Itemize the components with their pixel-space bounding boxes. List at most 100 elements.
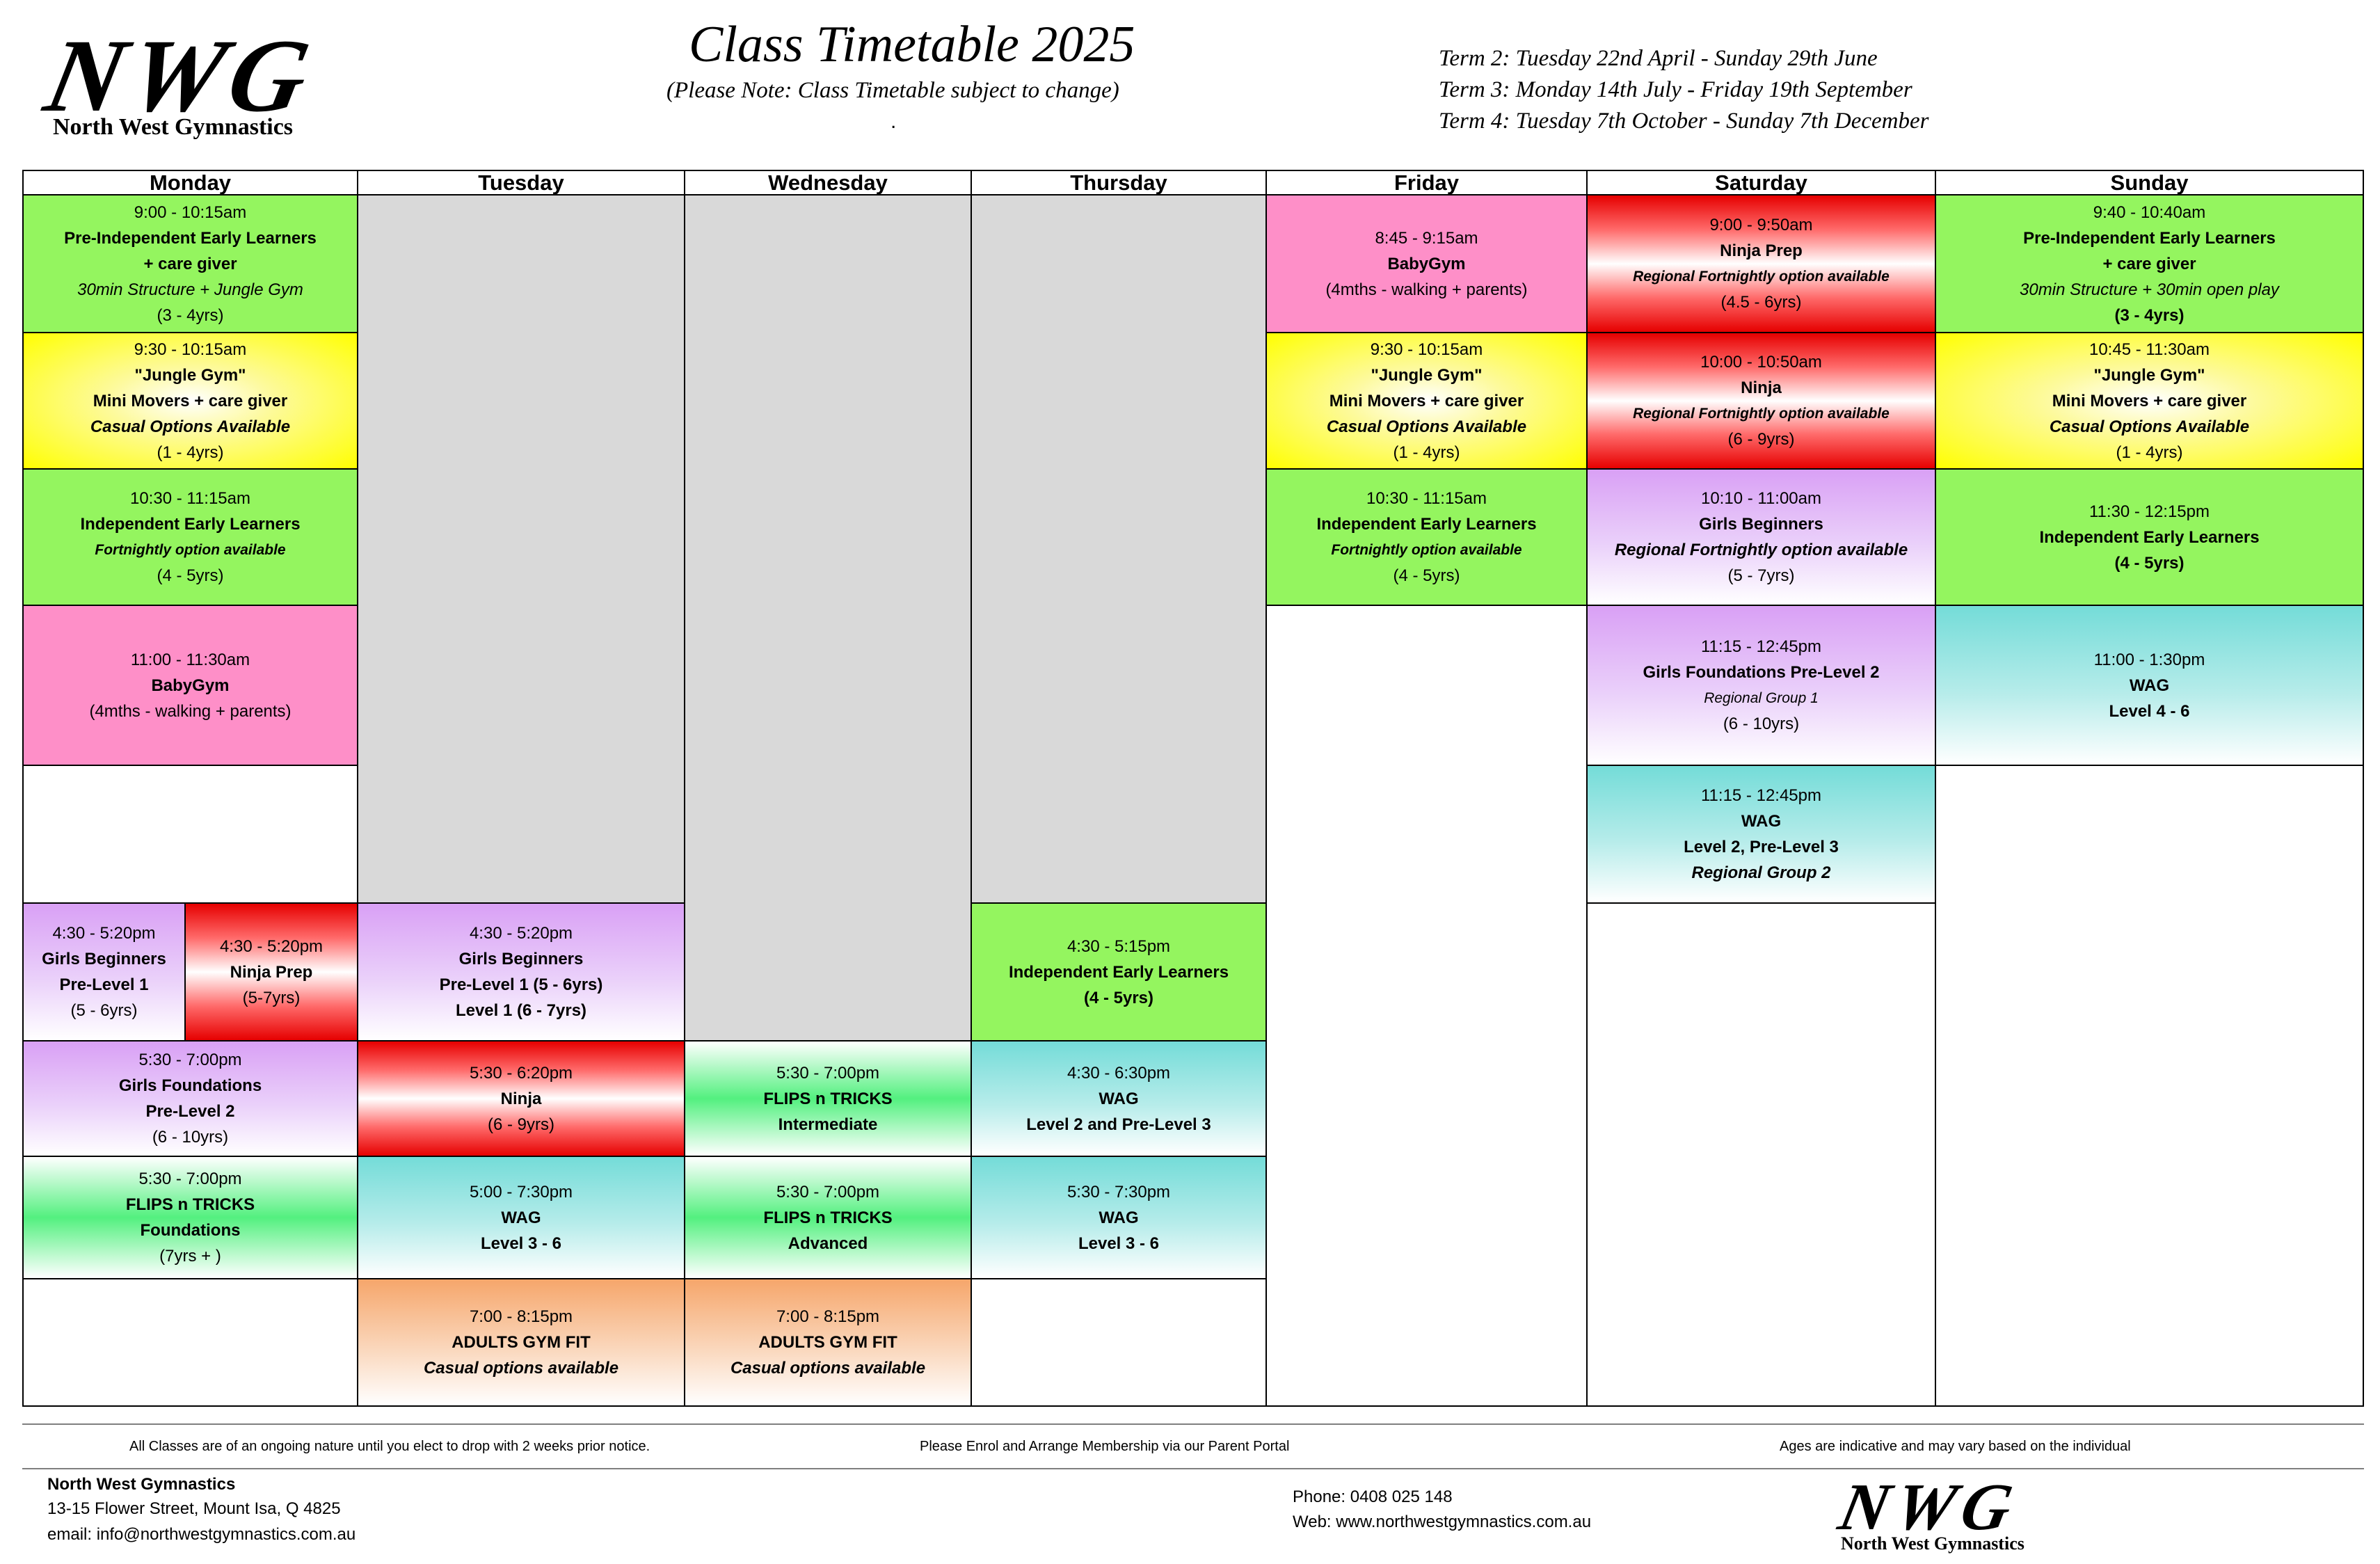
class-name: FLIPS n TRICKS	[125, 1195, 255, 1214]
class-tuesday-4: 7:00 - 8:15pm ADULTS GYM FIT Casual opti…	[358, 1279, 685, 1405]
term-2: Term 2: Tuesday 22nd April - Sunday 29th…	[1439, 46, 1878, 71]
class-time: 4:30 - 5:20pm	[219, 936, 324, 956]
class-age: (6 - 10yrs)	[1723, 715, 1800, 733]
no-class-block	[358, 196, 685, 904]
class-time: 9:00 - 10:15am	[134, 202, 247, 222]
class-time: 9:30 - 10:15am	[134, 340, 247, 359]
footer-email: email: info@northwestgymnastics.com.au	[47, 1525, 356, 1544]
class-time: 10:10 - 11:00am	[1700, 489, 1821, 508]
class-time: 4:30 - 5:15pm	[1067, 936, 1171, 956]
class-saturday-3: 10:10 - 11:00am Girls Beginners Regional…	[1588, 470, 1936, 606]
class-name-line2: Intermediate	[778, 1115, 878, 1134]
class-name-line2: Mini Movers + care giver	[1329, 391, 1524, 410]
footer-logo-name: North West Gymnastics	[1841, 1533, 2024, 1554]
class-age: (6 - 9yrs)	[488, 1115, 554, 1134]
class-time: 9:00 - 9:50am	[1709, 216, 1813, 234]
empty-slot	[1267, 606, 1588, 1405]
class-note: Casual Options Available	[90, 417, 291, 436]
class-name-line2: Level 3 - 6	[480, 1234, 562, 1253]
class-name: Ninja Prep	[230, 962, 313, 982]
class-name: WAG	[2129, 676, 2170, 695]
footer-org: North West Gymnastics	[47, 1475, 236, 1494]
footer-address: 13-15 Flower Street, Mount Isa, Q 4825	[47, 1499, 341, 1518]
class-name: Girls Foundations	[118, 1076, 262, 1095]
class-time: 11:15 - 12:45pm	[1700, 637, 1821, 656]
class-friday-3: 10:30 - 11:15am Independent Early Learne…	[1267, 470, 1588, 606]
class-note: Fortnightly option available	[95, 542, 286, 558]
class-note: Fortnightly option available	[1331, 542, 1522, 558]
class-time: 5:30 - 7:00pm	[138, 1170, 242, 1188]
class-friday-2: 9:30 - 10:15am "Jungle Gym" Mini Movers …	[1267, 333, 1588, 470]
class-wednesday-2: 5:30 - 7:00pm FLIPS n TRICKS Advanced	[685, 1157, 972, 1279]
footnote-enrol: Please Enrol and Arrange Membership via …	[920, 1439, 1290, 1454]
class-age: (1 - 4yrs)	[1393, 442, 1460, 462]
class-name: WAG	[1741, 812, 1782, 831]
class-age: (4 - 5yrs)	[1393, 566, 1460, 585]
class-thursday-3: 5:30 - 7:30pm WAG Level 3 - 6	[972, 1157, 1267, 1279]
class-monday-8: 5:30 - 7:00pm FLIPS n TRICKS Foundations…	[24, 1157, 358, 1279]
class-monday-3: 10:30 - 11:15am Independent Early Learne…	[24, 470, 358, 606]
day-header-wednesday: Wednesday	[685, 171, 972, 196]
class-note: Regional Group 1	[1704, 690, 1819, 706]
day-header-friday: Friday	[1267, 171, 1588, 196]
class-age: (5 - 6yrs)	[70, 1001, 138, 1020]
class-age: (7yrs + )	[159, 1247, 221, 1266]
empty-slot	[972, 1279, 1267, 1405]
class-name: "Jungle Gym"	[134, 365, 246, 385]
class-tuesday-3: 5:00 - 7:30pm WAG Level 3 - 6	[358, 1157, 685, 1279]
empty-slot	[1936, 766, 2363, 1405]
class-time: 7:00 - 8:15pm	[776, 1307, 880, 1326]
class-name-line2: Pre-Level 2	[145, 1102, 235, 1121]
class-saturday-2: 10:00 - 10:50am Ninja Regional Fortnight…	[1588, 333, 1936, 470]
class-name: Pre-Independent Early Learners	[64, 228, 317, 248]
day-header-saturday: Saturday	[1588, 171, 1936, 196]
class-monday-1: 9:00 - 10:15am Pre-Independent Early Lea…	[24, 196, 358, 333]
class-time: 11:30 - 12:15pm	[2089, 502, 2210, 521]
empty-slot	[24, 1279, 358, 1405]
class-age: (1 - 4yrs)	[157, 442, 224, 462]
class-time: 4:30 - 5:20pm	[52, 924, 156, 943]
class-name: BabyGym	[151, 676, 230, 695]
day-header-sunday: Sunday	[1936, 171, 2363, 196]
class-name: Independent Early Learners	[2039, 527, 2260, 547]
class-name: WAG	[501, 1208, 541, 1227]
class-time: 5:00 - 7:30pm	[469, 1182, 573, 1202]
class-monday-5: 4:30 - 5:20pm Girls Beginners Pre-Level …	[24, 904, 186, 1042]
class-age: (4mths - walking + parents)	[1325, 280, 1528, 299]
class-saturday-1: 9:00 - 9:50am Ninja Prep Regional Fortni…	[1588, 196, 1936, 333]
class-saturday-4: 11:15 - 12:45pm Girls Foundations Pre-Le…	[1588, 606, 1936, 766]
class-name-line2: + care giver	[143, 254, 237, 273]
divider-top	[22, 1423, 2364, 1425]
class-name-line2: Pre-Level 1 (5 - 6yrs)	[439, 975, 603, 994]
class-time: 11:00 - 1:30pm	[2093, 650, 2205, 669]
class-name: Ninja	[500, 1089, 542, 1108]
class-name: FLIPS n TRICKS	[763, 1089, 893, 1108]
day-header-monday: Monday	[24, 171, 358, 196]
class-sunday-1: 9:40 - 10:40am Pre-Independent Early Lea…	[1936, 196, 2363, 333]
class-time: 5:30 - 6:20pm	[469, 1063, 573, 1083]
class-monday-4: 11:00 - 11:30am BabyGym (4mths - walking…	[24, 606, 358, 766]
class-age: (4 - 5yrs)	[157, 566, 224, 585]
class-sunday-4: 11:00 - 1:30pm WAG Level 4 - 6	[1936, 606, 2363, 766]
class-time: 9:40 - 10:40am	[2093, 202, 2206, 222]
class-time: 7:00 - 8:15pm	[469, 1307, 573, 1326]
logo-mark: NWG	[36, 18, 326, 134]
empty-slot	[1588, 904, 1936, 1405]
class-name-line2: Foundations	[140, 1221, 241, 1240]
class-age: (6 - 9yrs)	[1727, 430, 1795, 449]
class-name: "Jungle Gym"	[1371, 365, 1483, 385]
class-name-line2: + care giver	[2102, 254, 2196, 273]
class-name: ADULTS GYM FIT	[452, 1333, 591, 1352]
class-name-line2: Level 3 - 6	[1078, 1234, 1160, 1253]
class-monday-6: 4:30 - 5:20pm Ninja Prep (5-7yrs)	[186, 904, 358, 1042]
class-name: Pre-Independent Early Learners	[2023, 228, 2276, 248]
class-name-line2: (4 - 5yrs)	[1083, 988, 1154, 1007]
class-name: Girls Foundations Pre-Level 2	[1643, 663, 1880, 682]
class-note: Casual options available	[730, 1359, 926, 1378]
class-time: 5:30 - 7:00pm	[138, 1051, 242, 1069]
class-sunday-3: 11:30 - 12:15pm Independent Early Learne…	[1936, 470, 2363, 606]
class-note: Casual Options Available	[2049, 417, 2250, 436]
class-time: 5:30 - 7:00pm	[776, 1063, 880, 1083]
timetable-grid: Monday Tuesday Wednesday Thursday Friday…	[22, 170, 2364, 1407]
class-note: Regional Fortnightly option available	[1614, 541, 1908, 559]
